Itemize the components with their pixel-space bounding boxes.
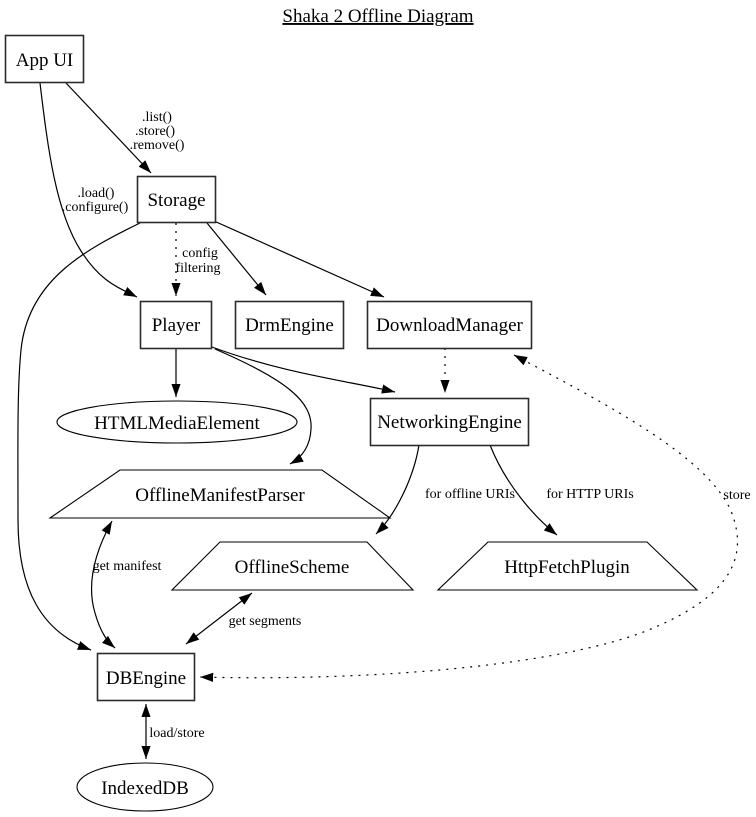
edge-label-store-call: .store() — [135, 124, 175, 139]
edge-label-for-http-uris: for HTTP URIs — [546, 487, 633, 502]
edge-storage-dbengine — [17, 222, 141, 651]
edge-label-load: .load() — [78, 186, 115, 201]
edge-label-config: config — [182, 246, 218, 261]
edge-label-load-store: load/store — [149, 726, 204, 741]
node-label-offline-manifest-parser: OfflineManifestParser — [135, 485, 305, 506]
node-label-app-ui: App UI — [16, 50, 74, 71]
node-player: Player — [139, 300, 213, 350]
node-http-fetch-plugin: HttpFetchPlugin — [436, 541, 699, 591]
node-download-manager: DownloadManager — [366, 300, 533, 350]
node-label-html-media-element: HTMLMediaElement — [94, 413, 260, 434]
edge-label-filtering: filtering — [175, 261, 220, 276]
node-label-storage: Storage — [147, 190, 205, 211]
node-label-offline-scheme: OfflineScheme — [235, 557, 350, 578]
edge-appui-storage — [65, 82, 152, 174]
node-indexed-db: IndexedDB — [76, 762, 214, 812]
diagram-title: Shaka 2 Offline Diagram — [282, 6, 473, 27]
node-label-http-fetch-plugin: HttpFetchPlugin — [504, 557, 630, 578]
edge-label-for-offline-uris: for offline URIs — [425, 487, 515, 502]
edge-label-get-manifest: get manifest — [93, 559, 162, 574]
node-offline-scheme: OfflineScheme — [170, 541, 415, 591]
edge-labels: .list() .store() .remove() .load() .conf… — [62, 110, 751, 741]
edges — [17, 82, 739, 759]
edge-offlinescheme-dbengine — [185, 592, 253, 645]
node-label-indexed-db: IndexedDB — [101, 778, 189, 799]
node-networking-engine: NetworkingEngine — [369, 397, 530, 447]
edge-label-store: store — [723, 488, 750, 503]
node-label-player: Player — [152, 315, 201, 336]
node-html-media-element: HTMLMediaElement — [56, 400, 298, 444]
edge-label-get-segments: get segments — [229, 614, 302, 629]
node-db-engine: DBEngine — [96, 652, 196, 702]
node-label-networking-engine: NetworkingEngine — [377, 412, 522, 433]
node-storage: Storage — [136, 175, 217, 224]
edge-networkingengine-offlinescheme — [375, 444, 420, 535]
node-label-db-engine: DBEngine — [106, 668, 186, 689]
edge-storage-downloadmanager — [213, 220, 385, 298]
edge-appui-player — [39, 82, 138, 298]
node-app-ui: App UI — [4, 34, 85, 84]
edge-label-list: .list() — [142, 110, 172, 125]
node-drm-engine: DrmEngine — [234, 300, 345, 350]
edge-label-configure: .configure() — [62, 200, 129, 215]
node-label-drm-engine: DrmEngine — [245, 315, 334, 336]
edge-label-remove: .remove() — [130, 138, 185, 153]
edge-storage-drmengine — [206, 222, 267, 296]
edge-player-networkingengine — [211, 346, 396, 394]
edge-offlinemanifestparser-dbengine — [91, 520, 116, 649]
node-offline-manifest-parser: OfflineManifestParser — [48, 469, 392, 519]
node-label-download-manager: DownloadManager — [376, 315, 523, 336]
edge-networkingengine-httpfetchplugin — [489, 444, 558, 536]
